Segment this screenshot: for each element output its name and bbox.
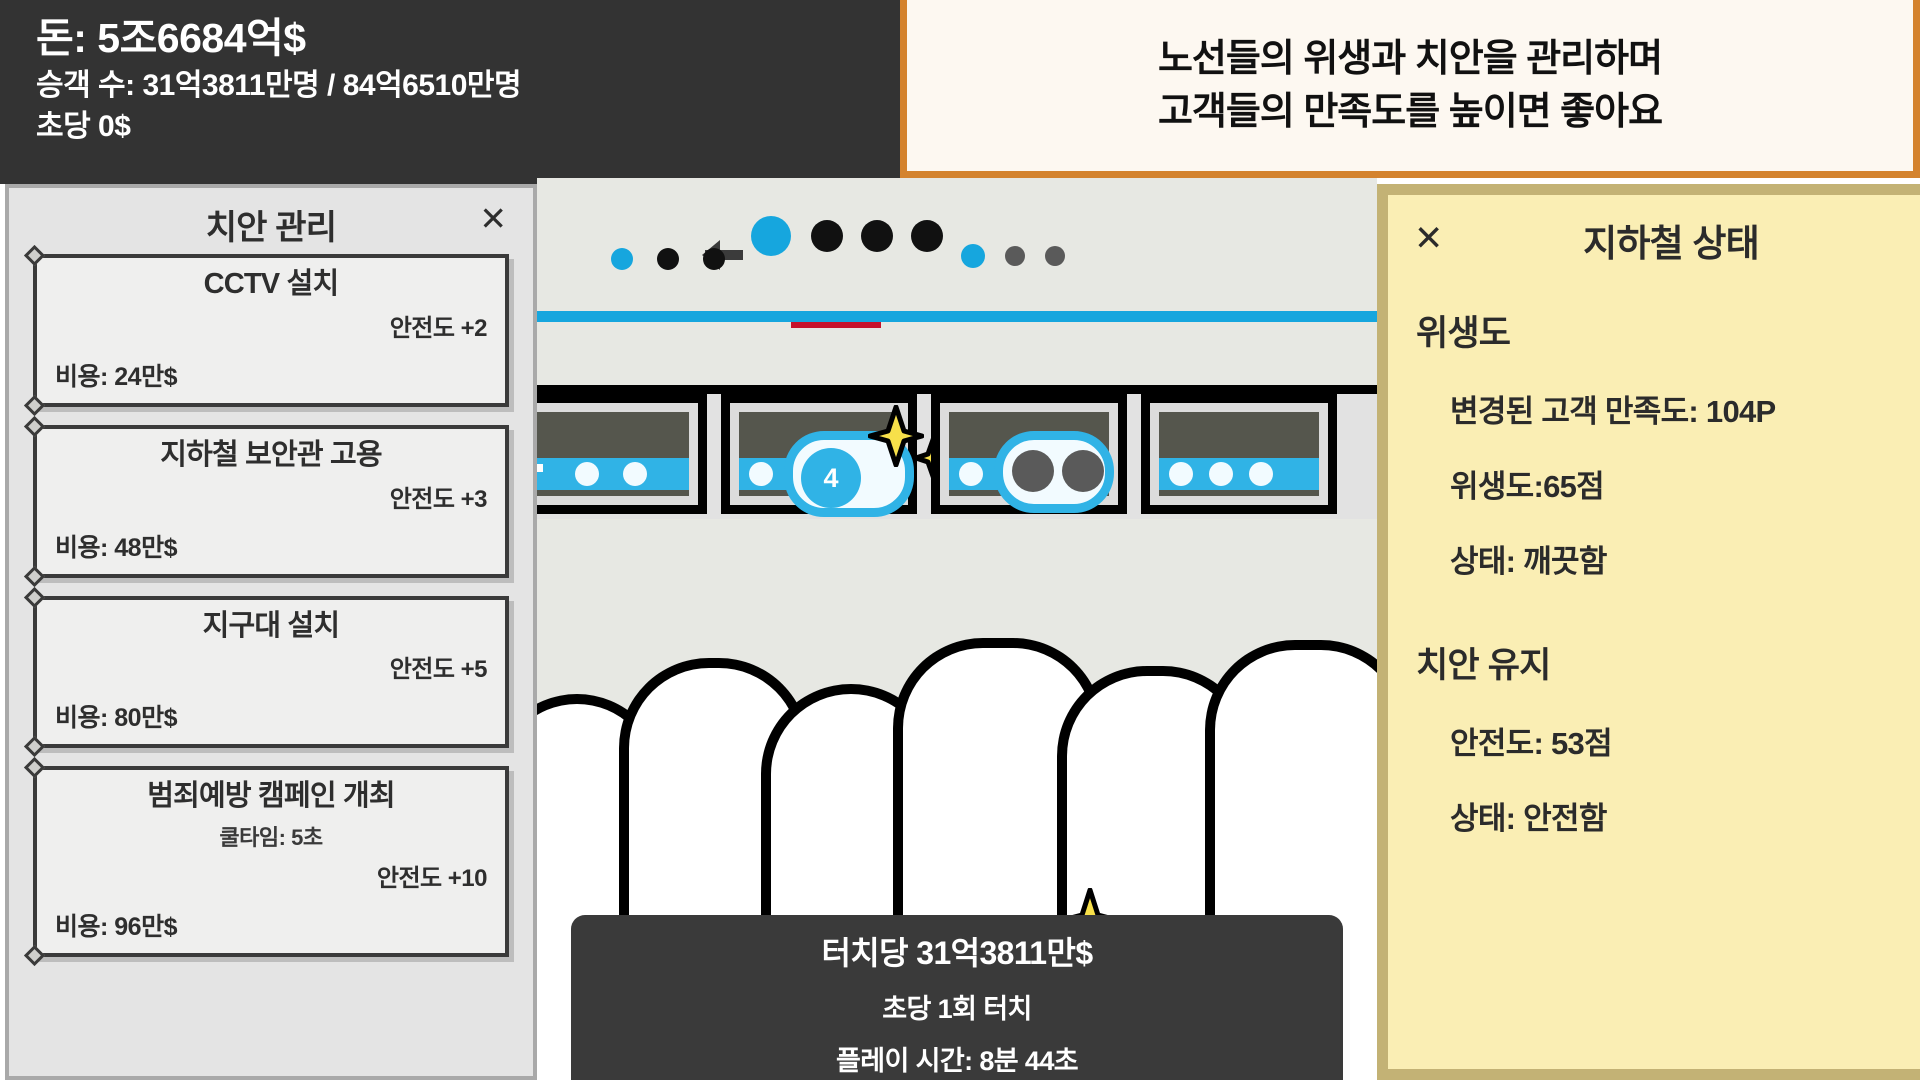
passenger-dot: [1012, 450, 1054, 492]
card-effect: 안전도 +2: [389, 314, 488, 342]
playtime: 플레이 시간: 8분 44초: [835, 1046, 1079, 1076]
card-title: 범죄예방 캠페인 개최: [147, 780, 395, 813]
panel-header: 치안 관리 ✕: [9, 188, 533, 254]
train-door: [931, 394, 1127, 514]
panel-title: 지하철 상태: [1583, 223, 1759, 264]
upgrade-card[interactable]: CCTV 설치 안전도 +2 비용: 24만$: [33, 254, 509, 407]
route-indicator: [537, 200, 1377, 328]
panel-title: 치안 관리: [205, 209, 337, 247]
route-dot: [1005, 246, 1025, 266]
per-touch-value: 터치당 31억3811만$: [821, 935, 1093, 971]
train-door: [537, 394, 707, 514]
card-cost: 비용: 96만$: [55, 913, 177, 942]
door-dot: [959, 462, 983, 486]
card-effect: 안전도 +3: [389, 485, 488, 513]
train-door: 4: [721, 394, 954, 517]
subway-state-panel: ✕ 지하철 상태 위생도 변경된 고객 만족도: 104P 위생도:65점 상태…: [1377, 184, 1920, 1080]
door-dot: [749, 462, 773, 486]
subway-scene[interactable]: 4: [537, 178, 1377, 1080]
door-arrow-icon: [537, 464, 543, 472]
route-dot: [657, 248, 679, 270]
route-dot: [811, 220, 843, 252]
card-title: 지하철 보안관 고용: [160, 438, 382, 471]
card-title: 지구대 설치: [202, 609, 340, 642]
card-effect: 안전도 +10: [376, 865, 488, 893]
route-dot-current: [751, 216, 791, 256]
security-management-panel: 치안 관리 ✕ CCTV 설치 안전도 +2 비용: 24만$ 지하철 보안관 …: [5, 184, 537, 1080]
status-bar: 돈: 5조6684억$ 승객 수: 31억3811만명 / 84억6510만명 …: [0, 0, 900, 184]
close-icon[interactable]: ✕: [479, 200, 507, 237]
sparkle-icon: [868, 405, 924, 467]
route-dot: [703, 248, 725, 270]
card-cooldown: 쿨타임: 5초: [219, 825, 323, 851]
tip-line-1: 노선들의 위생과 치안을 관리하며: [1157, 38, 1663, 81]
door-dot: [1249, 462, 1273, 486]
door-dot: [575, 462, 599, 486]
door-dot: [1169, 462, 1193, 486]
tip-line-2: 고객들의 만족도를 높이면 좋아요: [1157, 90, 1663, 133]
card-cost: 비용: 24만$: [55, 362, 177, 391]
section-heading-security: 치안 유지: [1416, 646, 1551, 685]
passenger-readout: 승객 수: 31억3811만명 / 84억6510만명: [36, 69, 522, 103]
money-readout: 돈: 5조6684억$: [36, 15, 306, 61]
touch-info-banner: 터치당 31억3811만$ 초당 1회 터치 플레이 시간: 8분 44초: [571, 915, 1343, 1080]
card-cost: 비용: 48만$: [55, 533, 177, 562]
route-dot: [611, 248, 633, 270]
security-score-row: 안전도: 53점: [1450, 726, 1613, 761]
card-title: CCTV 설치: [203, 268, 340, 300]
door-dot: [1209, 462, 1233, 486]
door-stripe: [1159, 458, 1319, 490]
card-effect: 안전도 +5: [389, 656, 488, 684]
door-dot: [623, 462, 647, 486]
door-stripe: [537, 458, 689, 490]
upgrade-card-list: CCTV 설치 안전도 +2 비용: 24만$ 지하철 보안관 고용 안전도 +…: [9, 254, 533, 958]
upgrade-card[interactable]: 범죄예방 캠페인 개최 쿨타임: 5초 안전도 +10 비용: 96만$: [33, 766, 509, 958]
hygiene-status-row: 상태: 깨끗함: [1450, 544, 1607, 579]
hygiene-satisfaction-row: 변경된 고객 만족도: 104P: [1450, 394, 1776, 429]
close-icon[interactable]: ✕: [1414, 219, 1444, 258]
train-door: [1141, 394, 1337, 514]
panel-header: ✕ 지하철 상태: [1388, 195, 1920, 281]
section-heading-hygiene: 위생도: [1416, 314, 1511, 353]
hygiene-score-row: 위생도:65점: [1450, 469, 1605, 504]
panel-body: 위생도 변경된 고객 만족도: 104P 위생도:65점 상태: 깨끗함 치안 …: [1388, 305, 1920, 838]
route-dot: [1045, 246, 1065, 266]
income-per-second-readout: 초당 0$: [36, 109, 131, 143]
upgrade-card[interactable]: 지구대 설치 안전도 +5 비용: 80만$: [33, 595, 509, 749]
tip-banner: 노선들의 위생과 치안을 관리하며 고객들의 만족도를 높이면 좋아요: [900, 0, 1920, 178]
route-dot: [961, 244, 985, 268]
touch-rate: 초당 1회 터치: [882, 994, 1032, 1024]
card-cost: 비용: 80만$: [55, 704, 177, 733]
security-status-row: 상태: 안전함: [1450, 801, 1607, 836]
route-dot: [911, 220, 943, 252]
station-number-badge: 4: [801, 448, 861, 508]
passenger-dot: [1062, 450, 1104, 492]
route-dot: [861, 220, 893, 252]
wall-stripe: [537, 311, 1377, 322]
upgrade-card[interactable]: 지하철 보안관 고용 안전도 +3 비용: 48만$: [33, 424, 509, 578]
